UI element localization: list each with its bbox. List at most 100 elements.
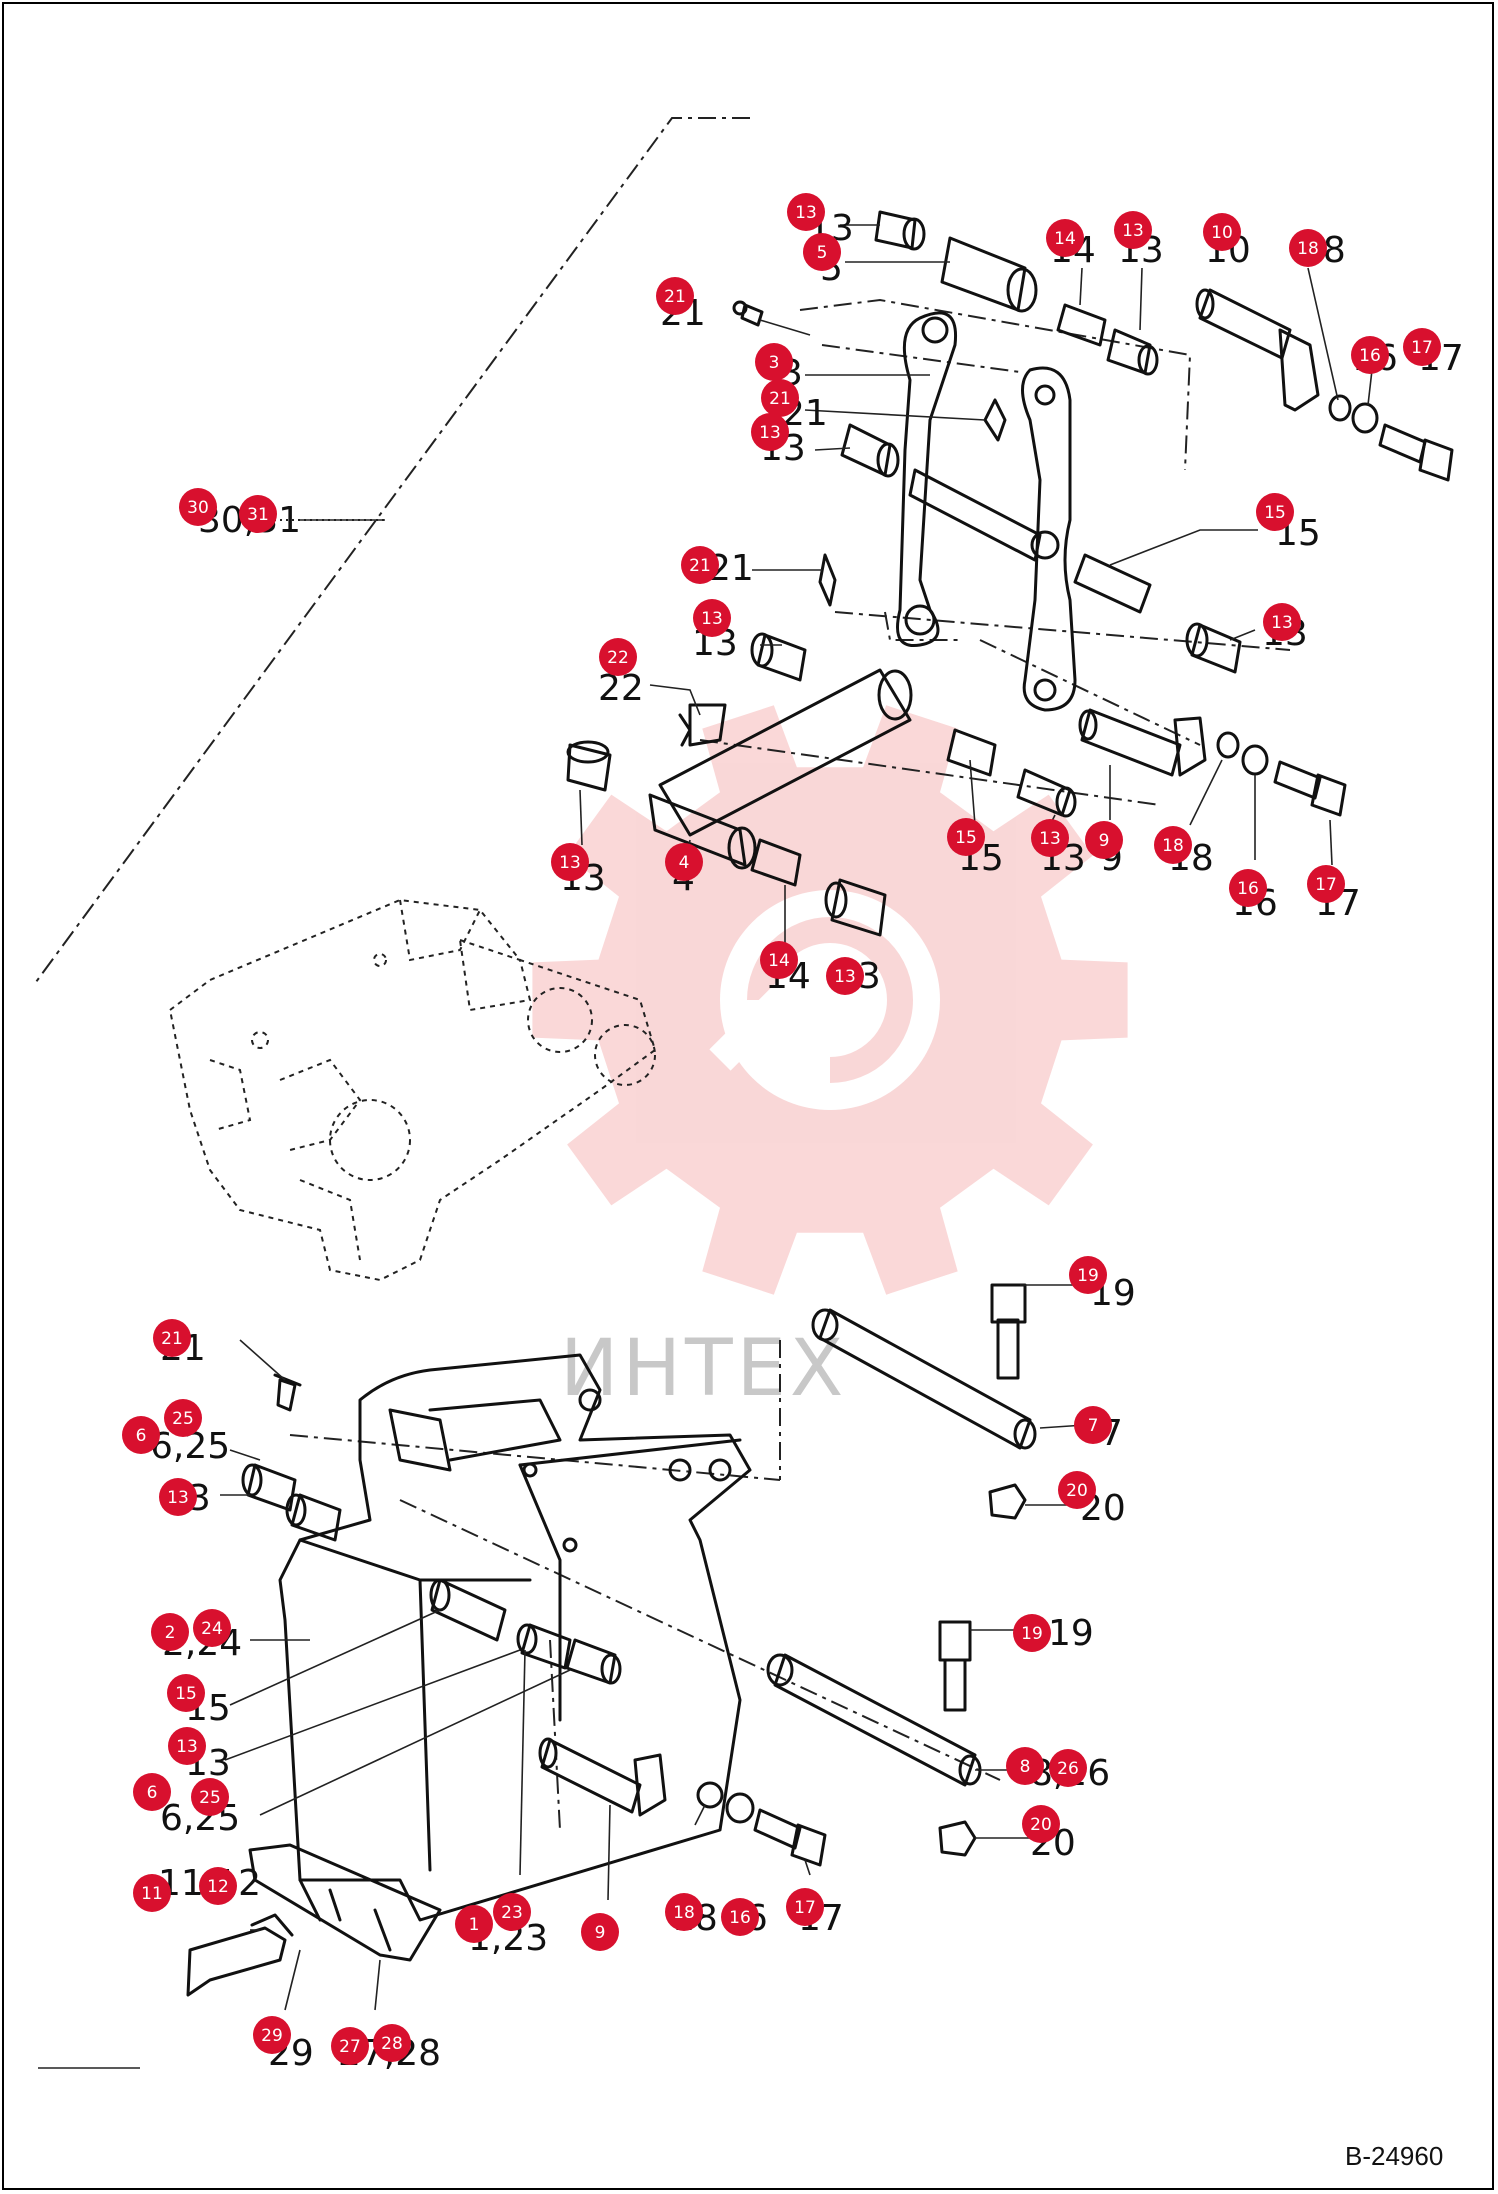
marker-circle (1114, 211, 1152, 249)
marker-number: 3 (769, 353, 780, 373)
marker-number: 23 (501, 1903, 523, 1923)
nut-20-a (988, 1483, 1027, 1520)
marker-circle (253, 2016, 291, 2054)
part-marker-12: 12 (199, 1867, 237, 1905)
part-marker-19: 19 (1069, 1256, 1107, 1294)
bolt-17-c (753, 1808, 827, 1867)
part-marker-6: 6 (133, 1773, 171, 1811)
sleeve-15-a (1073, 553, 1152, 614)
bushing-13-l (565, 1638, 622, 1685)
part-marker-27: 27 (331, 2027, 369, 2065)
part-marker-11: 11 (133, 1874, 171, 1912)
part-marker-15: 15 (167, 1674, 205, 1712)
marker-circle (786, 1888, 824, 1926)
part-marker-19: 19 (1013, 1614, 1051, 1652)
cross-tube-4 (648, 668, 913, 870)
marker-number: 9 (1099, 831, 1110, 851)
marker-circle (1006, 1747, 1044, 1785)
marker-circle (681, 546, 719, 584)
marker-circle (193, 1609, 231, 1647)
bushing-13-i (241, 1463, 297, 1512)
part-marker-9: 9 (581, 1913, 619, 1951)
marker-number: 15 (1264, 503, 1286, 523)
part-marker-13: 13 (1031, 819, 1069, 857)
washer-16-a (1351, 402, 1379, 434)
part-marker-15: 15 (1256, 493, 1294, 531)
marker-number: 11 (141, 1884, 163, 1904)
bushing-13-k (516, 1623, 572, 1670)
marker-circle (1074, 1406, 1112, 1444)
part-marker-21: 21 (153, 1319, 191, 1357)
bolt-19-b (938, 1620, 972, 1712)
marker-circle (167, 1674, 205, 1712)
marker-number: 28 (381, 2034, 403, 2054)
marker-circle (1307, 865, 1345, 903)
part-marker-13: 13 (551, 843, 589, 881)
marker-circle (1046, 219, 1084, 257)
pin-10 (1195, 288, 1320, 412)
marker-circle (760, 941, 798, 979)
marker-circle (239, 495, 277, 533)
marker-circle (493, 1893, 531, 1931)
marker-circle (373, 2024, 411, 2062)
marker-circle (1263, 603, 1301, 641)
marker-number: 13 (559, 853, 581, 873)
bushing-13-e (750, 632, 807, 682)
bushing-13-c (840, 423, 900, 478)
middle-linkage (566, 632, 1347, 937)
marker-number: 13 (1271, 613, 1293, 633)
marker-circle (947, 818, 985, 856)
marker-circle (153, 1319, 191, 1357)
part-marker-13: 13 (826, 957, 864, 995)
coupler-ghost-outline (168, 898, 657, 1282)
marker-circle (164, 1399, 202, 1437)
leader-lines (38, 224, 1373, 2069)
marker-number: 20 (1066, 1481, 1088, 1501)
marker-circle (551, 843, 589, 881)
marker-circle (1256, 493, 1294, 531)
valve-22 (678, 703, 727, 747)
marker-number: 13 (795, 203, 817, 223)
marker-circle (331, 2027, 369, 2065)
watermark-text: ИНТЕХ (560, 1324, 847, 1414)
reference-lines (35, 117, 1291, 1831)
bushing-13-h (824, 878, 887, 937)
washer-18-b (1216, 731, 1240, 759)
marker-number: 1 (469, 1915, 480, 1935)
part-marker-18: 18 (1154, 826, 1192, 864)
marker-circle (1403, 328, 1441, 366)
marker-circle (1203, 213, 1241, 251)
part-marker-17: 17 (1307, 865, 1345, 903)
marker-circle (455, 1905, 493, 1943)
pin-9-b (538, 1737, 667, 1817)
marker-circle (599, 638, 637, 676)
marker-circle (168, 1727, 206, 1765)
marker-circle (826, 957, 864, 995)
drawing-code: B-24960 (1345, 2141, 1443, 2171)
marker-circle (803, 233, 841, 271)
marker-circle (755, 343, 793, 381)
marker-number: 13 (759, 423, 781, 443)
marker-number: 16 (1359, 346, 1381, 366)
marker-circle (665, 843, 703, 881)
marker-number: 15 (955, 828, 977, 848)
marker-number: 21 (664, 287, 686, 307)
marker-circle (122, 1416, 160, 1454)
bushing-13-a (874, 210, 926, 251)
marker-number: 9 (595, 1923, 606, 1943)
marker-number: 13 (1039, 829, 1061, 849)
marker-number: 10 (1211, 223, 1233, 243)
part-marker-3: 3 (755, 343, 793, 381)
marker-number: 13 (1122, 221, 1144, 241)
marker-circle (179, 488, 217, 526)
marker-number: 17 (1315, 875, 1337, 895)
marker-circle (581, 1913, 619, 1951)
bushing-13-j (285, 1493, 342, 1542)
part-marker-23: 23 (493, 1893, 531, 1931)
part-marker-9: 9 (1085, 821, 1123, 859)
part-marker-14: 14 (760, 941, 798, 979)
marker-number: 14 (1054, 229, 1076, 249)
label: 19 (1048, 1613, 1094, 1654)
bolt-17-b (1273, 760, 1347, 817)
